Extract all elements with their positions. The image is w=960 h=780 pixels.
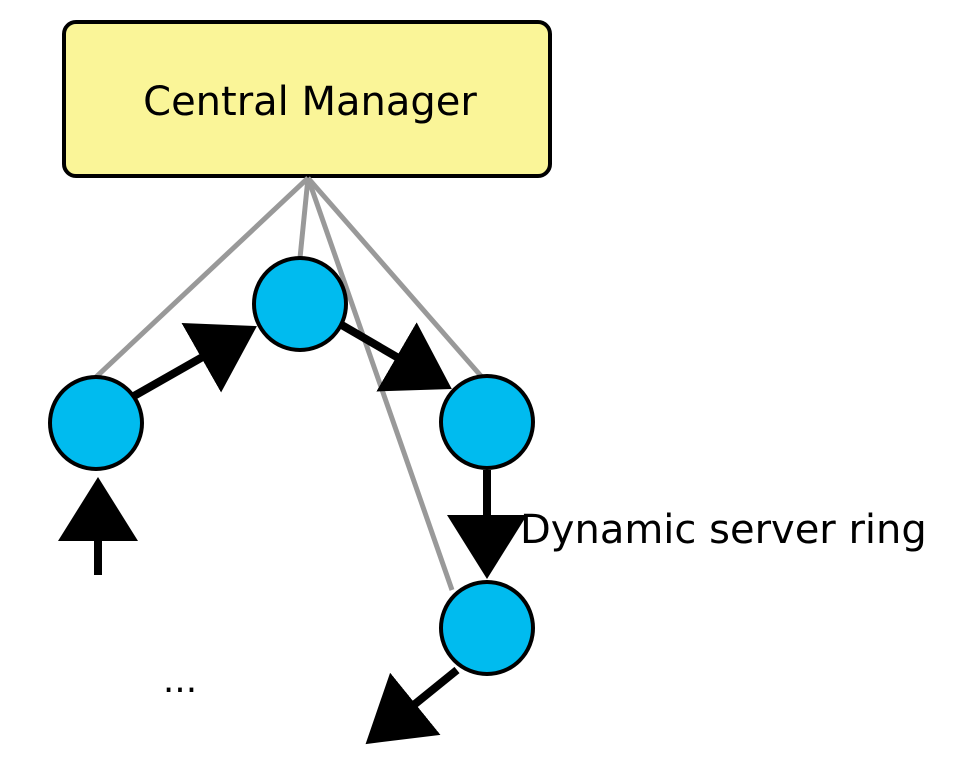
- manager-link-4: [305, 177, 455, 591]
- manager-link-2: [297, 177, 311, 259]
- manager-link-3: [306, 176, 483, 378]
- server-node-3: [439, 374, 535, 470]
- ring-arrow-out: [365, 666, 460, 745]
- central-manager-box: [62, 20, 552, 178]
- central-manager-label: Central Manager: [143, 79, 477, 125]
- manager-link-1: [93, 176, 310, 380]
- ellipsis-label: ...: [163, 660, 197, 701]
- ring-label: Dynamic server ring: [520, 507, 927, 553]
- server-node-1: [48, 375, 144, 471]
- ring-arrow-2: [337, 320, 452, 392]
- ring-arrows: [58, 320, 527, 745]
- server-nodes: [48, 256, 535, 676]
- ring-arrow-1: [132, 322, 257, 400]
- server-node-4: [439, 580, 535, 676]
- server-node-2: [252, 256, 348, 352]
